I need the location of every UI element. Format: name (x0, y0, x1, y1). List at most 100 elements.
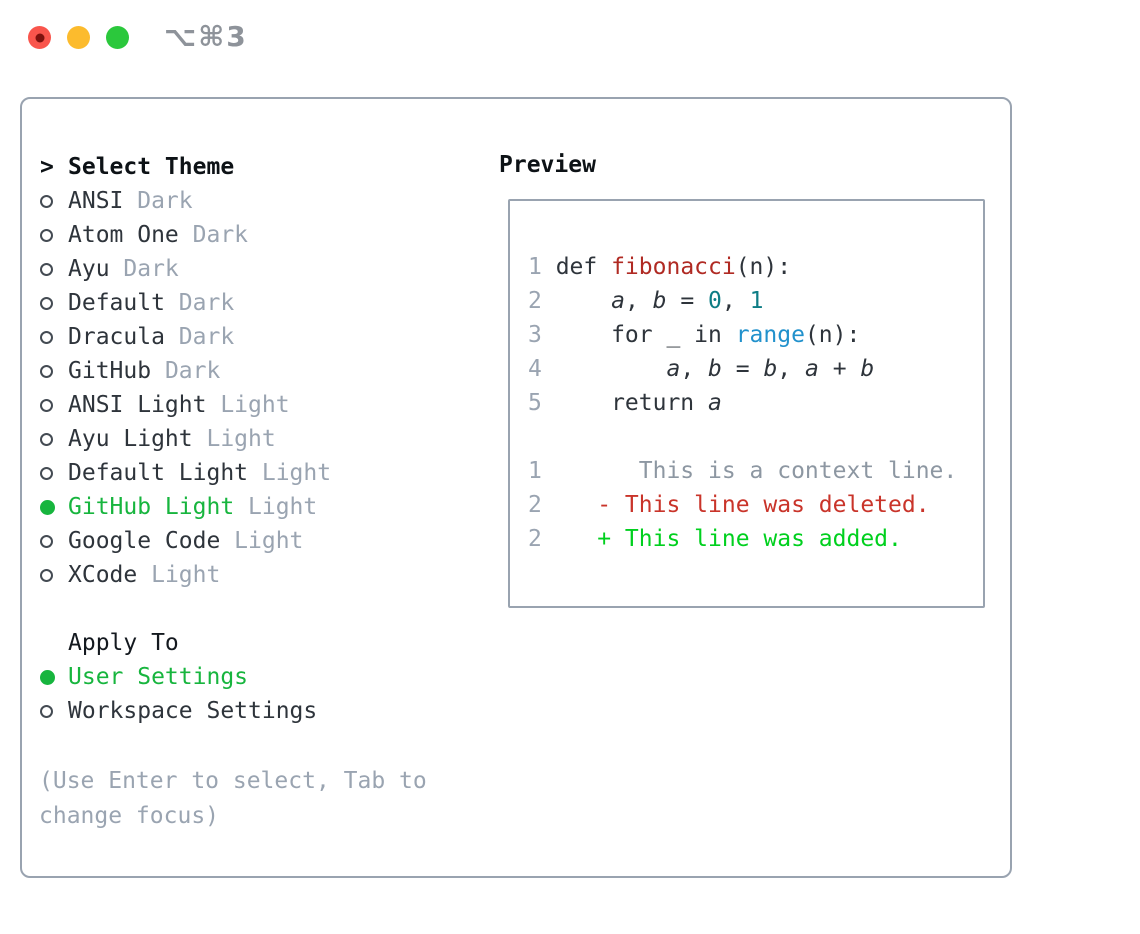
preview-line: 2 - This line was deleted. (528, 488, 983, 522)
apply-to-option-label: Workspace Settings (68, 698, 318, 724)
zoom-button[interactable] (106, 26, 129, 49)
line-number: 2 (528, 492, 542, 518)
code-segment: for _ in (555, 322, 736, 348)
radio-icon (40, 398, 53, 412)
code-segment: a (666, 356, 681, 382)
code-segment: + (818, 356, 861, 382)
theme-name: Ayu Light (68, 426, 193, 452)
theme-variant-tag: Dark (137, 188, 193, 214)
theme-variant-tag: Dark (178, 290, 235, 316)
theme-name: Google Code (68, 528, 221, 554)
radio-icon-wrap (40, 466, 68, 480)
code-segment: , (624, 288, 653, 314)
code-segment: 1 (749, 288, 764, 314)
code-segment: + This line was added. (555, 526, 902, 552)
theme-name: XCode (68, 562, 138, 588)
code-segment: b (860, 356, 875, 382)
apply-to-title: Apply To (68, 630, 179, 656)
radio-icon (40, 568, 53, 582)
keyboard-shortcut-label: ⌥⌘3 (164, 20, 248, 53)
apply-to-option[interactable]: User Settings (40, 660, 262, 694)
preview-line: 1 This is a context line. (528, 454, 983, 488)
radio-icon-wrap (40, 534, 68, 548)
code-segment: = (721, 356, 764, 382)
radio-icon-wrap (40, 398, 68, 412)
apply-to-option-label: User Settings (68, 664, 249, 690)
theme-variant-tag: Light (248, 494, 318, 520)
theme-option[interactable]: XCode Light (40, 558, 220, 592)
select-theme-title: Select Theme (68, 154, 235, 180)
theme-option[interactable]: Ayu Dark (40, 252, 179, 286)
keyboard-hint: (Use Enter to select, Tab to change focu… (39, 768, 427, 829)
titlebar: ⌥⌘3 (0, 0, 1140, 74)
minimize-button[interactable] (67, 26, 90, 49)
radio-icon-wrap (40, 330, 68, 344)
theme-variant-tag: Dark (164, 358, 221, 384)
theme-variant-tag: Light (220, 392, 290, 418)
code-segment: return (555, 390, 709, 416)
code-segment: , (721, 288, 750, 314)
code-segment: , (777, 356, 805, 382)
theme-option[interactable]: Google Code Light (40, 524, 303, 558)
code-segment: a (708, 390, 722, 416)
select-theme-header: > Select Theme (40, 150, 234, 184)
code-segment: b (652, 288, 667, 314)
theme-option[interactable]: GitHub Dark (40, 354, 220, 388)
line-number: 2 (528, 288, 542, 314)
radio-icon (40, 432, 53, 446)
theme-variant-tag: Light (206, 426, 276, 452)
radio-icon (40, 296, 53, 310)
radio-icon-wrap (40, 194, 68, 208)
code-segment: This is a context line. (555, 458, 958, 484)
theme-option[interactable]: Dracula Dark (40, 320, 234, 354)
radio-icon-wrap (40, 499, 68, 515)
theme-option[interactable]: Ayu Light Light (40, 422, 276, 456)
apply-to-option[interactable]: Workspace Settings (40, 694, 331, 728)
theme-name: Default (68, 290, 165, 316)
code-segment: fibonacci (611, 254, 736, 280)
theme-name: ANSI Light (68, 392, 207, 418)
preview-line: 4 a, b = b, a + b (528, 352, 983, 386)
theme-option[interactable]: ANSI Light Light (40, 388, 290, 422)
theme-option[interactable]: Default Light Light (40, 456, 331, 490)
theme-variant-tag: Dark (123, 256, 179, 282)
theme-option[interactable]: Default Dark (40, 286, 234, 320)
theme-option[interactable]: ANSI Dark (40, 184, 193, 218)
code-segment: range (735, 322, 805, 348)
preview-line: 2 a, b = 0, 1 (528, 284, 983, 318)
theme-option[interactable]: GitHub Light Light (40, 490, 317, 524)
preview-line: 5 return a (528, 386, 983, 420)
code-segment: (n): (735, 254, 792, 280)
theme-name: Dracula (68, 324, 165, 350)
preview-line: 2 + This line was added. (528, 522, 983, 556)
radio-icon-wrap (40, 568, 68, 582)
radio-icon (40, 534, 53, 548)
theme-name: Atom One (68, 222, 179, 248)
theme-name: ANSI (68, 188, 124, 214)
radio-icon-wrap (40, 669, 68, 685)
radio-icon-wrap (40, 262, 68, 276)
theme-variant-tag: Dark (192, 222, 249, 248)
radio-icon-wrap (40, 228, 68, 242)
line-number: 5 (528, 390, 542, 416)
radio-icon-wrap (40, 432, 68, 446)
code-segment: = (666, 288, 709, 314)
radio-icon (40, 330, 53, 344)
close-button[interactable] (28, 26, 51, 49)
theme-variant-tag: Light (234, 528, 304, 554)
code-segment: b (708, 356, 722, 382)
radio-icon (40, 499, 55, 515)
preview-title: Preview (499, 152, 596, 178)
theme-option[interactable]: Atom One Dark (40, 218, 248, 252)
radio-icon (40, 364, 53, 378)
radio-icon (40, 262, 53, 276)
line-number: 1 (528, 458, 542, 484)
theme-name: Ayu (68, 256, 110, 282)
theme-variant-tag: Light (151, 562, 221, 588)
radio-icon-wrap (40, 364, 68, 378)
code-segment: b (763, 356, 778, 382)
theme-variant-tag: Light (261, 460, 332, 486)
